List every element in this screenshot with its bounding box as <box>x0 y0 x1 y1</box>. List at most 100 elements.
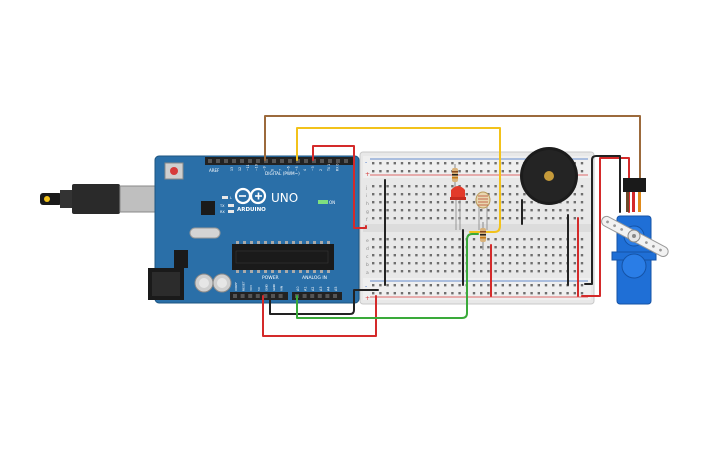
breadboard-hole[interactable] <box>372 193 375 196</box>
resistor-ldr-icon[interactable] <box>480 222 486 250</box>
breadboard-hole[interactable] <box>516 262 519 265</box>
breadboard-hole[interactable] <box>552 246 555 249</box>
breadboard-hole[interactable] <box>436 270 440 273</box>
rail-hole[interactable] <box>537 292 540 295</box>
breadboard-hole[interactable] <box>580 254 584 257</box>
rail-hole[interactable] <box>415 170 418 173</box>
breadboard-hole[interactable] <box>408 209 411 212</box>
breadboard-hole[interactable] <box>458 254 461 257</box>
breadboard-hole[interactable] <box>580 262 584 265</box>
breadboard-hole[interactable] <box>494 238 497 241</box>
breadboard-hole[interactable] <box>472 238 476 241</box>
breadboard-hole[interactable] <box>552 262 555 265</box>
rail-hole[interactable] <box>516 170 519 173</box>
rail-hole[interactable] <box>580 170 584 173</box>
breadboard-hole[interactable] <box>393 238 396 241</box>
rail-hole[interactable] <box>379 292 382 295</box>
breadboard-hole[interactable] <box>436 238 440 241</box>
breadboard-hole[interactable] <box>530 238 533 241</box>
digital-pins[interactable] <box>208 159 348 163</box>
breadboard-hole[interactable] <box>516 193 519 196</box>
breadboard-hole[interactable] <box>580 185 584 188</box>
rail-hole[interactable] <box>444 292 447 295</box>
rail-hole[interactable] <box>494 284 497 287</box>
rail-hole[interactable] <box>501 170 504 173</box>
breadboard-hole[interactable] <box>400 270 404 273</box>
digital-pin[interactable] <box>312 159 316 163</box>
breadboard-hole[interactable] <box>386 238 389 241</box>
breadboard-hole[interactable] <box>530 262 533 265</box>
breadboard-hole[interactable] <box>573 238 576 241</box>
rail-hole[interactable] <box>523 292 526 295</box>
wire-yellow[interactable] <box>296 127 501 233</box>
digital-pin[interactable] <box>328 159 332 163</box>
rail-hole[interactable] <box>429 162 432 165</box>
breadboard-hole[interactable] <box>436 193 440 196</box>
breadboard-hole[interactable] <box>422 246 425 249</box>
breadboard-hole[interactable] <box>487 262 490 265</box>
wires[interactable] <box>262 115 641 337</box>
breadboard-hole[interactable] <box>444 262 447 265</box>
breadboard-hole[interactable] <box>494 185 497 188</box>
rail-hole[interactable] <box>487 162 490 165</box>
rail-hole[interactable] <box>537 284 540 287</box>
breadboard-hole[interactable] <box>372 238 375 241</box>
breadboard-hole[interactable] <box>386 185 389 188</box>
rail-hole[interactable] <box>501 284 504 287</box>
breadboard-hole[interactable] <box>472 217 476 220</box>
rail-hole[interactable] <box>508 162 512 165</box>
breadboard-hole[interactable] <box>523 254 526 257</box>
breadboard-hole[interactable] <box>429 193 432 196</box>
breadboard-hole[interactable] <box>501 201 504 204</box>
breadboard-hole[interactable] <box>472 254 476 257</box>
breadboard-hole[interactable] <box>508 193 512 196</box>
breadboard-hole[interactable] <box>458 262 461 265</box>
breadboard-hole[interactable] <box>544 238 548 241</box>
breadboard-hole[interactable] <box>494 193 497 196</box>
breadboard-hole[interactable] <box>422 238 425 241</box>
breadboard-hole[interactable] <box>494 246 497 249</box>
rail-hole[interactable] <box>444 162 447 165</box>
rail-hole[interactable] <box>379 162 382 165</box>
breadboard-hole[interactable] <box>415 270 418 273</box>
rail-hole[interactable] <box>559 292 562 295</box>
wire-green-a0[interactable] <box>296 233 479 319</box>
rail-hole[interactable] <box>508 284 512 287</box>
breadboard-hole[interactable] <box>573 262 576 265</box>
breadboard-hole[interactable] <box>516 238 519 241</box>
breadboard-hole[interactable] <box>422 193 425 196</box>
breadboard-hole[interactable] <box>523 246 526 249</box>
breadboard-hole[interactable] <box>379 254 382 257</box>
rail-hole[interactable] <box>487 292 490 295</box>
rail-hole[interactable] <box>516 162 519 165</box>
wire-black-gnd[interactable] <box>269 289 379 315</box>
rail-hole[interactable] <box>566 292 569 295</box>
rail-hole[interactable] <box>580 162 584 165</box>
breadboard-hole[interactable] <box>372 254 375 257</box>
breadboard-hole[interactable] <box>580 193 584 196</box>
breadboard-hole[interactable] <box>472 246 476 249</box>
breadboard-hole[interactable] <box>501 254 504 257</box>
breadboard-hole[interactable] <box>494 217 497 220</box>
breadboard-hole[interactable] <box>458 270 461 273</box>
breadboard-hole[interactable] <box>436 185 440 188</box>
breadboard-hole[interactable] <box>451 270 454 273</box>
breadboard-hole[interactable] <box>501 209 504 212</box>
breadboard-hole[interactable] <box>458 185 461 188</box>
breadboard-hole[interactable] <box>465 185 468 188</box>
breadboard-hole[interactable] <box>523 238 526 241</box>
breadboard-hole[interactable] <box>400 185 404 188</box>
rail-hole[interactable] <box>552 292 555 295</box>
breadboard-hole[interactable] <box>494 209 497 212</box>
rail-hole[interactable] <box>400 292 404 295</box>
breadboard-hole[interactable] <box>451 254 454 257</box>
rail-hole[interactable] <box>480 292 483 295</box>
breadboard-hole[interactable] <box>501 270 504 273</box>
breadboard-hole[interactable] <box>566 209 569 212</box>
breadboard-hole[interactable] <box>494 254 497 257</box>
breadboard-hole[interactable] <box>573 209 576 212</box>
digital-pin[interactable] <box>344 159 348 163</box>
breadboard-hole[interactable] <box>472 185 476 188</box>
breadboard-hole[interactable] <box>480 246 483 249</box>
breadboard-hole[interactable] <box>487 209 490 212</box>
